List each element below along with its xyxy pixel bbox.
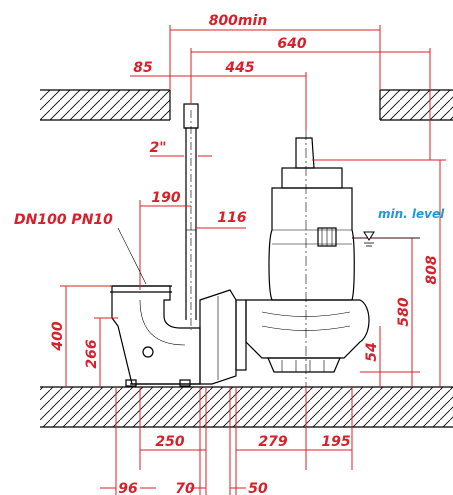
dim-266: 266 <box>84 339 100 368</box>
dimension-lines <box>60 25 446 495</box>
dim-800min: 800min <box>209 13 268 29</box>
dim-190: 190 <box>151 190 180 206</box>
dim-70: 70 <box>175 481 195 495</box>
dim-279: 279 <box>258 434 287 450</box>
dim-54: 54 <box>364 342 380 361</box>
dim-808: 808 <box>424 255 440 284</box>
dn-label: DN100 PN10 <box>14 212 113 228</box>
dim-195: 195 <box>321 434 350 450</box>
guide-pipe <box>183 103 199 330</box>
base-elbow <box>110 285 201 387</box>
min-level-marker <box>352 231 420 247</box>
dim-640: 640 <box>277 36 306 52</box>
min-level-label: min. level <box>378 207 445 221</box>
dim-580: 580 <box>396 297 412 326</box>
dim-445: 445 <box>224 60 254 76</box>
dim-96: 96 <box>118 481 138 495</box>
top-slab <box>40 89 453 121</box>
dim-250: 250 <box>155 434 184 450</box>
dim-85: 85 <box>133 60 153 76</box>
pump-coupling <box>199 289 247 385</box>
dn-leader <box>117 227 147 285</box>
dim-400: 400 <box>50 321 66 351</box>
dim-116: 116 <box>217 210 246 226</box>
dim-50: 50 <box>248 481 268 495</box>
floor-slab <box>40 386 453 428</box>
pump-body <box>245 130 370 387</box>
dim-2in: 2" <box>149 140 166 156</box>
